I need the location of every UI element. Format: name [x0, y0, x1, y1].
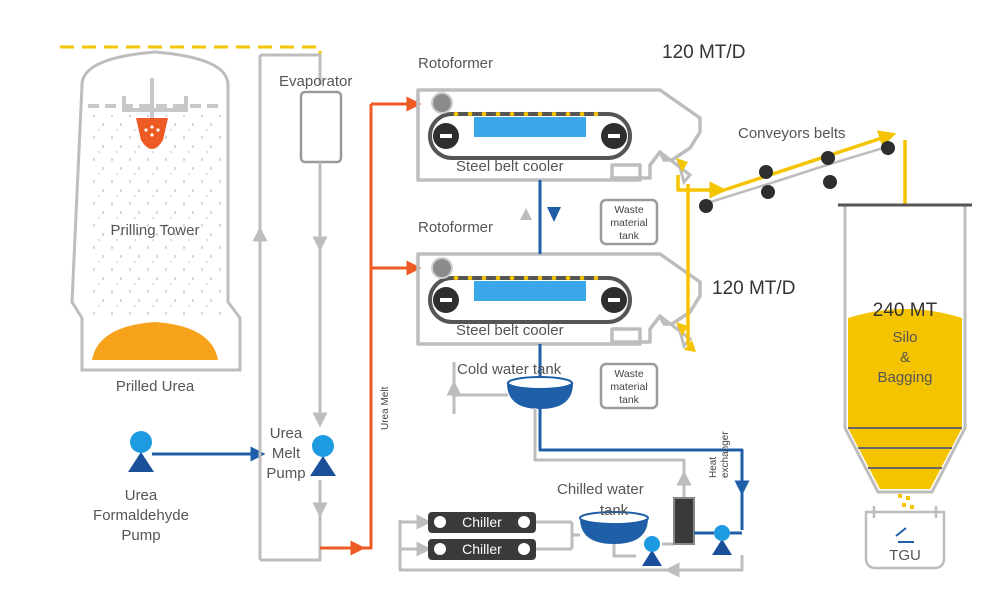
- silo-fill: [848, 309, 962, 489]
- rotoformer-drum: [431, 92, 453, 114]
- uf-pump-label-3: Pump: [121, 527, 160, 544]
- urea-melt-line-label: Urea Melt: [380, 386, 391, 430]
- pump-icon: [312, 435, 334, 457]
- rotoformer-bottom-label: Rotoformer: [418, 219, 493, 236]
- product-flow-line: [676, 175, 727, 199]
- cold-water-tank: Cold water tank: [457, 361, 574, 410]
- pump-icon: [644, 536, 660, 552]
- rotoformer-drum: [431, 257, 453, 279]
- up-arrow-icon: [520, 208, 532, 220]
- pump-icon: [714, 525, 730, 541]
- waste-tank-top-label-3: tank: [619, 230, 640, 242]
- belt-roller-icon: [699, 199, 713, 213]
- prilling-tower: Prilling Tower Prilled Urea: [60, 45, 322, 395]
- chilled-water-tank-label-1: Chilled water: [557, 481, 644, 498]
- silo-label-1: Silo: [892, 329, 917, 346]
- bag-label: TGU: [889, 547, 921, 564]
- belt-roller-icon: [821, 151, 835, 165]
- chiller-1-label: Chiller: [462, 514, 502, 530]
- tgu-logo-icon: [895, 527, 914, 543]
- rate-top-label: 120 MT/D: [662, 42, 745, 63]
- pump-icon: [130, 431, 152, 453]
- cold-water-return-line: [538, 408, 750, 496]
- heat-exchanger: [673, 497, 695, 545]
- waste-tank-bottom-label-3: tank: [619, 394, 640, 406]
- waste-tank-top-label-2: material: [610, 217, 647, 229]
- steel-belt-cooler-top: Rotoformer Steel belt cooler: [416, 55, 702, 186]
- urea-melt-pump-label-1: Urea: [270, 425, 303, 442]
- silo-capacity-label: 240 MT: [873, 300, 938, 321]
- belt-roller-icon: [881, 141, 895, 155]
- uf-pump-label-1: Urea: [125, 487, 158, 504]
- heat-exchanger-label-1: Heat: [708, 457, 719, 478]
- silo: 240 MT Silo & Bagging: [838, 203, 972, 494]
- urea-melt-pump: Urea Melt Pump: [266, 425, 336, 482]
- chiller-1: Chiller: [428, 512, 536, 533]
- belt-roller-icon: [823, 175, 837, 189]
- melt-return-line: [260, 500, 322, 562]
- fan-icon: [518, 516, 530, 528]
- chilled-water-tank-label-2: tank: [600, 502, 629, 519]
- urea-melt-pump-label-3: Pump: [266, 465, 305, 482]
- steel-belt-cooler-bottom: Rotoformer Steel belt cooler: [416, 219, 702, 350]
- waste-tank-bottom-label-1: Waste: [614, 368, 644, 380]
- chiller-2: Chiller: [428, 539, 536, 560]
- cold-water-pump: [712, 525, 732, 555]
- prilled-urea-pile: [92, 322, 218, 360]
- belt-roller-icon: [761, 185, 775, 199]
- fan-icon: [434, 516, 446, 528]
- down-arrow-icon: [547, 207, 561, 222]
- silo-label-3: Bagging: [877, 369, 932, 386]
- steel-belt-cooler-top-label: Steel belt cooler: [456, 158, 564, 175]
- chiller-2-label: Chiller: [462, 541, 502, 557]
- fan-icon: [434, 543, 446, 555]
- rate-bottom-label: 120 MT/D: [712, 278, 795, 299]
- waste-tank-top-label-1: Waste: [614, 204, 644, 216]
- fan-icon: [518, 543, 530, 555]
- conveyor-belts: Conveyors belts: [676, 125, 897, 352]
- belt-roller-icon: [759, 165, 773, 179]
- cold-water-tank-label: Cold water tank: [457, 361, 562, 378]
- heat-exchanger-label-2: exchanger: [720, 431, 731, 478]
- urea-melt-pump-label-2: Melt: [272, 445, 301, 462]
- waste-tank-bottom-label-2: material: [610, 381, 647, 393]
- evaporator-vessel: [299, 90, 343, 164]
- silo-label-2: &: [900, 349, 910, 366]
- bulk-bag: TGU: [864, 506, 946, 570]
- prilling-tower-label: Prilling Tower: [111, 222, 200, 239]
- waste-tank-bottom: Waste material tank: [599, 362, 659, 410]
- steel-belt-cooler-bottom-label: Steel belt cooler: [456, 322, 564, 339]
- prilled-urea-label: Prilled Urea: [116, 378, 195, 395]
- evaporator-label: Evaporator: [279, 73, 352, 90]
- chilled-water-tank: Chilled water tank: [557, 481, 649, 544]
- waste-tank-top: Waste material tank: [599, 198, 659, 246]
- chilled-water-pump: [642, 536, 662, 566]
- urea-formaldehyde-pump: Urea Formaldehyde Pump: [93, 431, 189, 544]
- uf-pump-label-2: Formaldehyde: [93, 507, 189, 524]
- rotoformer-top-label: Rotoformer: [418, 55, 493, 72]
- conveyors-label: Conveyors belts: [738, 125, 846, 142]
